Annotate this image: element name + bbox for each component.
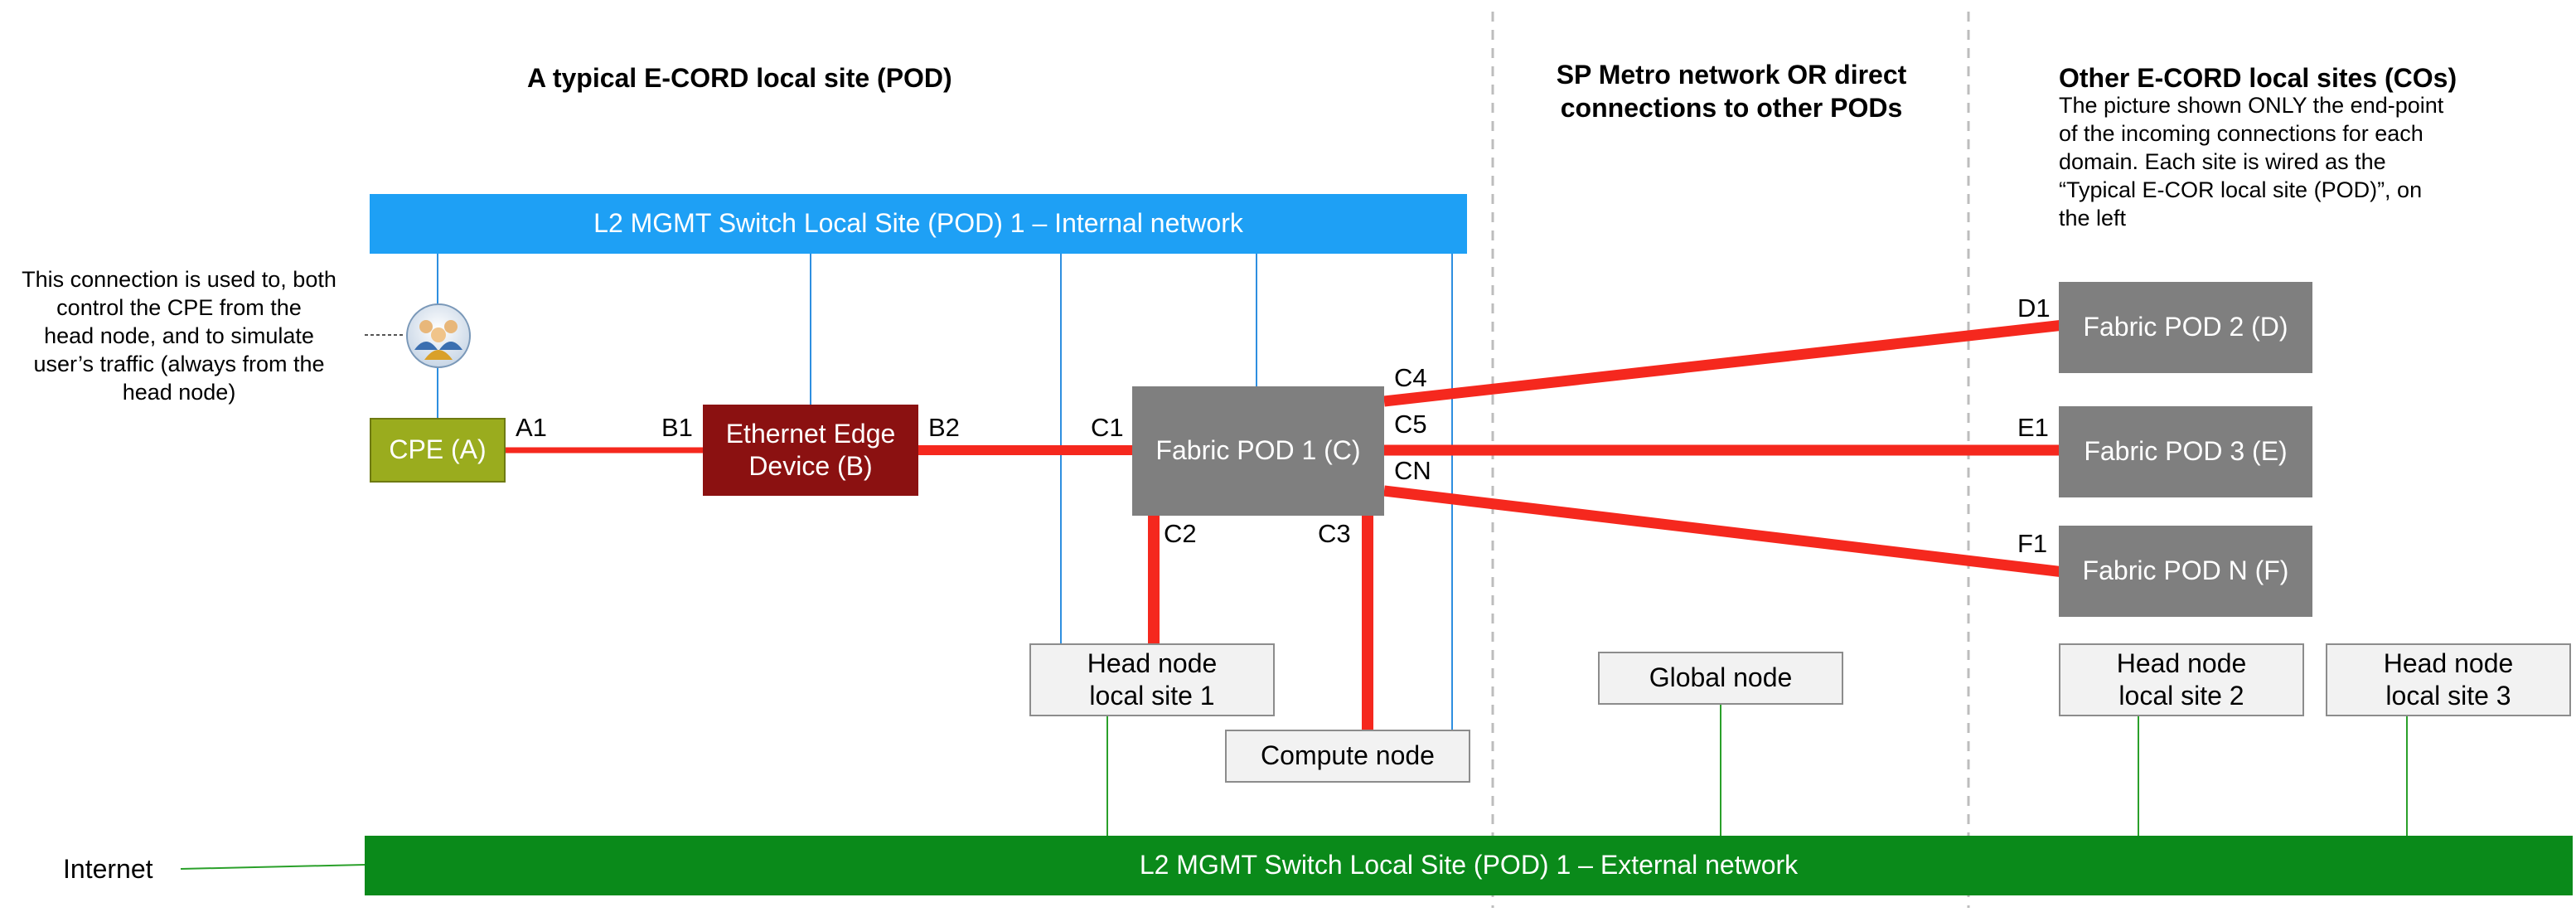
note-cpe-line5: head node) [122,380,236,405]
port-e1: E1 [2017,413,2049,442]
fabric-pod-1: Fabric POD 1 (C) [1132,386,1384,516]
edge-device-line2: Device (B) [748,451,873,481]
cpe-device: CPE (A) [370,418,506,483]
port-f1: F1 [2017,529,2048,558]
note-cpe-line2: control the CPE from the [56,295,302,321]
heading-metro-line1: SP Metro network OR direct [1556,60,1907,90]
heading-other-sites: Other E-CORD local sites (COs) [2059,63,2457,93]
head-node-3-line1: Head node [2383,648,2514,678]
l2-switch-internal: L2 MGMT Switch Local Site (POD) 1 – Inte… [370,194,1467,254]
fabric-pod-n: Fabric POD N (F) [2059,526,2312,617]
port-c4: C4 [1394,363,1427,392]
edge-device-line1: Ethernet Edge [725,418,896,449]
port-b2: B2 [928,413,960,442]
note-cpe-line1: This connection is used to, both [22,267,337,292]
note-cpe-line3: head node, and to simulate [44,323,314,349]
port-d1: D1 [2017,293,2051,323]
port-a1: A1 [516,413,547,442]
note-cpe-line4: user’s traffic (always from the [33,352,325,377]
head-node-local-site-2: Head node local site 2 [2059,643,2304,716]
fabric-pod-2: Fabric POD 2 (D) [2059,282,2312,373]
head-node-1-line2: local site 1 [1089,681,1215,711]
head-node-2-line2: local site 2 [2118,681,2244,711]
port-b1: B1 [661,413,693,442]
note-other-sites: The picture shown ONLY the end-point of … [2059,91,2443,232]
head-node-local-site-3: Head node local site 3 [2326,643,2571,716]
heading-metro-line2: connections to other PODs [1560,93,1903,123]
head-node-local-site-1: Head node local site 1 [1029,643,1275,716]
ethernet-edge-device: Ethernet Edge Device (B) [703,405,918,496]
head-node-3-line2: local site 3 [2385,681,2511,711]
fabric-pod-3: Fabric POD 3 (E) [2059,406,2312,497]
global-node: Global node [1598,652,1843,705]
users-group-icon [404,302,472,370]
ext-link-internet [180,864,366,870]
port-c3: C3 [1318,519,1351,548]
head-node-2-line1: Head node [2116,648,2247,678]
port-c5: C5 [1394,410,1427,439]
note-other-line4: “Typical E-COR local site (POD)”, on [2059,177,2423,203]
note-other-line2: of the incoming connections for each [2059,121,2423,147]
heading-metro: SP Metro network OR direct connections t… [1492,58,1971,124]
note-other-line3: domain. Each site is wired as the [2059,149,2386,175]
l2-switch-external: L2 MGMT Switch Local Site (POD) 1 – Exte… [365,836,2573,895]
port-cn: CN [1394,456,1431,485]
head-node-1-line1: Head node [1087,648,1218,678]
port-c2: C2 [1164,519,1197,548]
note-cpe-connection: This connection is used to, both control… [5,265,353,406]
port-c1: C1 [1091,413,1124,442]
internet-label: Internet [63,854,153,884]
link-cn-f1 [1383,485,2065,578]
link-c4-d1 [1383,319,2065,407]
note-other-line5: the left [2059,206,2127,231]
note-other-line1: The picture shown ONLY the end-point [2059,93,2444,118]
compute-node: Compute node [1225,730,1470,783]
heading-local-site: A typical E-CORD local site (POD) [527,63,952,93]
